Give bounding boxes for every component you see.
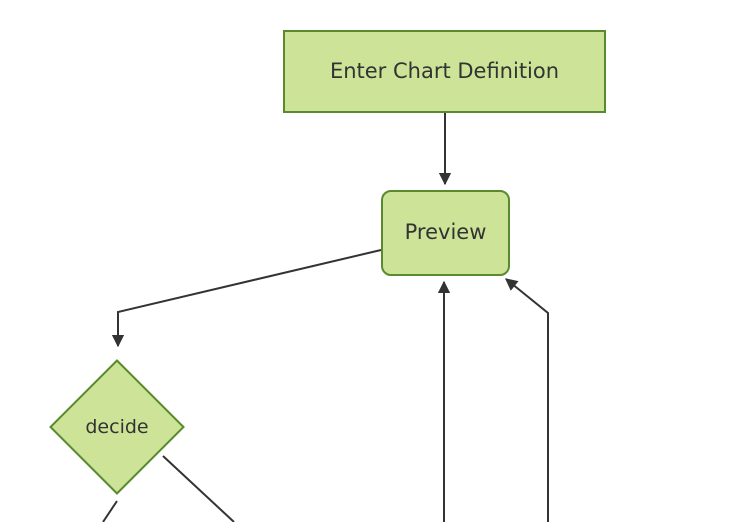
node-decide[interactable]: decide bbox=[42, 353, 192, 501]
edge-decide-bottom-out bbox=[102, 500, 118, 522]
edge-preview-to-decide bbox=[111, 249, 382, 348]
node-enter-chart-definition-label: Enter Chart Definition bbox=[329, 58, 560, 83]
node-preview-label: Preview bbox=[404, 220, 487, 245]
edge-decide-right-out bbox=[162, 455, 235, 522]
node-preview[interactable]: Preview bbox=[381, 190, 510, 276]
edge-return-right-to-preview bbox=[505, 278, 549, 522]
node-decide-label: decide bbox=[85, 416, 149, 438]
node-enter-chart-definition[interactable]: Enter Chart Definition bbox=[283, 30, 606, 113]
